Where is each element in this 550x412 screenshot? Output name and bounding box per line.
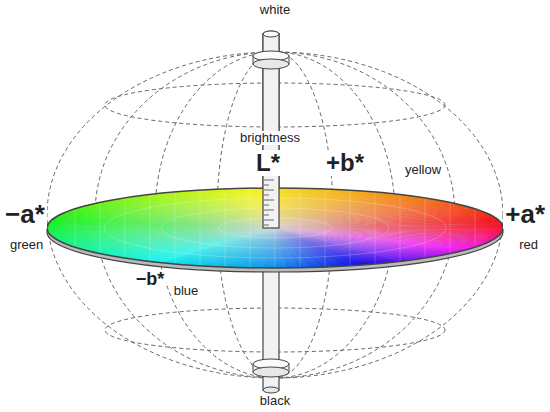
pole-end-label: black: [258, 394, 292, 408]
axis-label: L*: [254, 150, 282, 176]
color-name: blue: [172, 284, 201, 298]
pole-upper: [253, 31, 289, 228]
axis-label: +a*: [503, 200, 547, 229]
axis-label: −b*: [134, 270, 167, 290]
axis-name: brightness: [238, 131, 302, 145]
color-name: green: [8, 238, 45, 252]
color-name: yellow: [403, 163, 443, 177]
axis-label: +b*: [324, 150, 366, 176]
axis-label: −a*: [3, 200, 47, 229]
pole-end-label: white: [258, 3, 292, 17]
color-name: red: [517, 238, 540, 252]
